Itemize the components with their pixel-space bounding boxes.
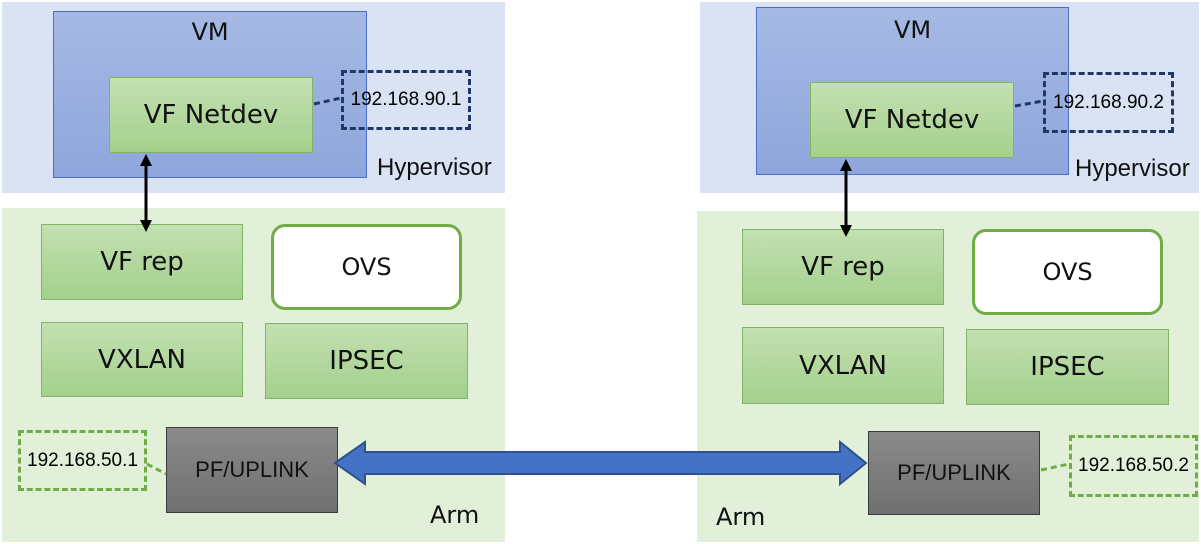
left-uplink-ip-connector <box>146 462 167 476</box>
right-vm-ip-label: 192.168.90.2 <box>1043 72 1174 133</box>
left-vf-netdev: VF Netdev <box>109 77 313 153</box>
right-vm-ip-connector <box>1014 99 1044 108</box>
left-ovs: OVS <box>271 224 462 310</box>
right-arm-label: Arm <box>716 503 766 531</box>
left-vf-rep: VF rep <box>41 224 243 300</box>
right-vf-rep: VF rep <box>742 229 944 305</box>
left-arm-label: Arm <box>430 501 480 529</box>
left-hypervisor-label: Hypervisor <box>377 154 492 181</box>
right-pf-uplink: PF/UPLINK <box>868 431 1040 515</box>
left-uplink-ip-label: 192.168.50.1 <box>18 430 147 491</box>
right-ovs: OVS <box>972 229 1163 315</box>
right-ipsec: IPSEC <box>966 329 1169 405</box>
uplink-link-arrow <box>333 439 868 487</box>
left-ipsec: IPSEC <box>265 323 468 399</box>
left-vxlan: VXLAN <box>41 322 243 397</box>
right-vf-netdev: VF Netdev <box>810 82 1014 158</box>
right-uplink-ip-connector <box>1040 462 1070 472</box>
left-vm-ip-connector <box>313 96 342 106</box>
right-vxlan: VXLAN <box>742 327 944 404</box>
right-uplink-ip-label: 192.168.50.2 <box>1069 435 1198 497</box>
left-vm-ip-label: 192.168.90.1 <box>341 70 471 130</box>
right-hypervisor-label: Hypervisor <box>1075 155 1190 182</box>
left-vm-label: VM <box>191 18 229 46</box>
left-pf-uplink: PF/UPLINK <box>166 427 338 513</box>
right-vm-label: VM <box>893 16 932 44</box>
